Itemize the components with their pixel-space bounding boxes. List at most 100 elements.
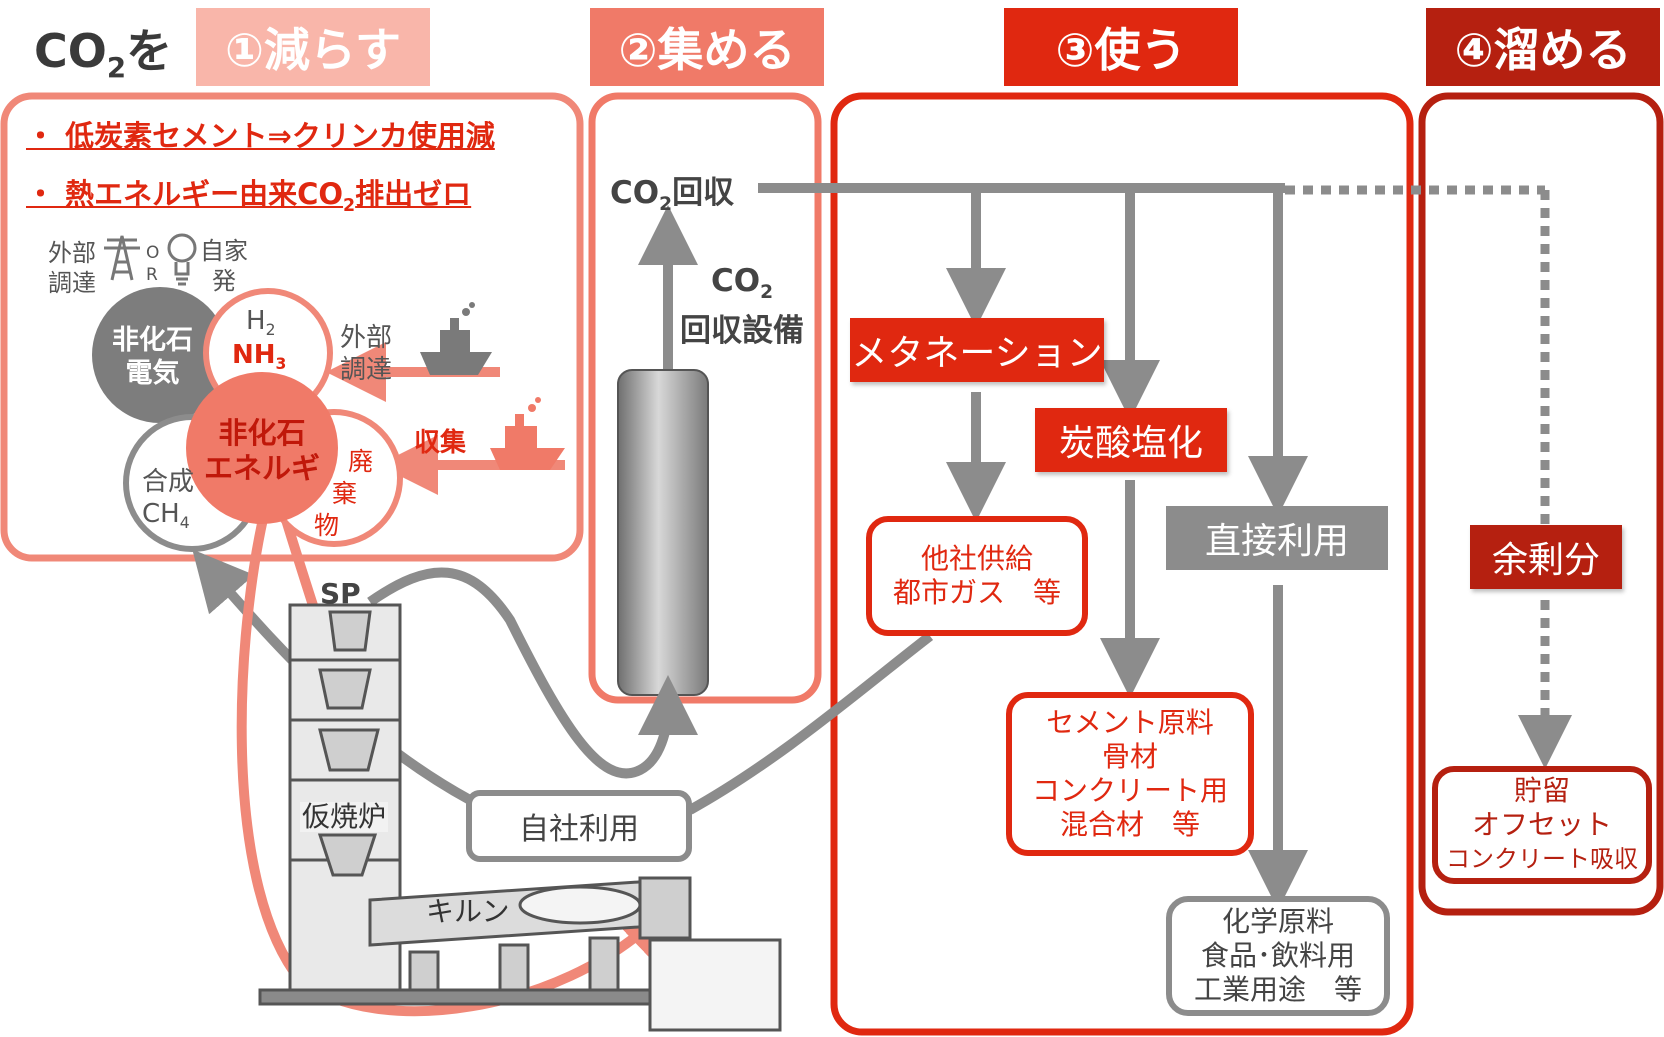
nonfossil-energy-line1: 非化石 xyxy=(218,416,306,450)
h2-sub: 2 xyxy=(265,321,276,340)
step-store-header: ④溜める xyxy=(1426,8,1660,86)
or-line1: O xyxy=(146,243,160,263)
cement-material-line1: セメント原料 xyxy=(1046,706,1214,739)
co2-collector-cylinder xyxy=(617,369,709,696)
waste-line1: 廃 xyxy=(348,447,374,476)
or-line2: R xyxy=(146,265,158,285)
surplus-label: 余剰分 xyxy=(1491,540,1600,581)
collect-text: 収集 xyxy=(414,428,467,458)
synthetic-ch4-text: CH xyxy=(142,499,180,529)
chemical-use-line3: 工業用途 等 xyxy=(1193,973,1362,1006)
co2-recovery-sub: 2 xyxy=(659,194,673,216)
waste-line2: 棄 xyxy=(332,479,358,508)
calciner-label: 仮焼炉 xyxy=(300,800,389,833)
reduce-bullet-2-b: 排出ゼロ xyxy=(355,177,472,211)
synthetic-ch4-label: 合成 CH4 xyxy=(142,466,194,539)
lightbulb-icon xyxy=(167,233,197,286)
co2-recovery-b: 回収 xyxy=(672,175,735,211)
chemical-use-line2: 食品･飲料用 xyxy=(1200,939,1355,972)
use-section-frame xyxy=(830,92,1414,1036)
methanation-tag: メタネーション xyxy=(850,318,1104,382)
self-generation-line2: 発 xyxy=(212,267,236,295)
kiln-label: キルン xyxy=(426,898,509,926)
self-generation-label: 自家 発 xyxy=(200,236,248,296)
storage-line2: オフセット xyxy=(1471,808,1612,841)
step-use-header: ③使う xyxy=(1004,8,1238,86)
chemical-use-box: 化学原料 食品･飲料用 工業用途 等 xyxy=(1166,896,1390,1016)
calciner-text: 仮焼炉 xyxy=(302,800,387,833)
co2-recovery-label: CO2回収 xyxy=(610,178,734,215)
h2-text: H xyxy=(246,306,266,336)
reduce-bullet-1-text: ・ 低炭素セメント⇒クリンカ使用減 xyxy=(26,119,495,153)
external-procure-label: 外部 調達 xyxy=(48,238,96,298)
surplus-tag: 余剰分 xyxy=(1470,525,1622,589)
or-label: O R xyxy=(146,242,159,286)
nh3-sub: 3 xyxy=(275,355,287,374)
kiln-text: キルン xyxy=(426,895,510,928)
waste-label: 廃 xyxy=(348,446,373,477)
carbonation-tag: 炭酸塩化 xyxy=(1035,408,1227,472)
co2-equipment-line1: CO2 xyxy=(680,262,804,312)
cement-material-line3: コンクリート用 xyxy=(1031,774,1228,807)
waste-label-3: 物 xyxy=(314,510,339,541)
collect-section-frame xyxy=(588,92,822,704)
collect-ship-icon xyxy=(490,397,565,470)
reduce-section-frame xyxy=(0,92,584,562)
synthetic-ch4-line1: 合成 xyxy=(142,467,195,497)
nh3-text: NH xyxy=(232,340,276,370)
reduce-bullet-2: ・ 熱エネルギー由来CO2排出ゼロ xyxy=(26,180,471,215)
title-suffix: を xyxy=(126,24,173,78)
storage-line3: コンクリート吸収 xyxy=(1446,845,1638,873)
step-collect-header: ②集める xyxy=(590,8,824,86)
self-use-box: 自社利用 xyxy=(466,790,692,862)
nonfossil-energy-line2: エネルギ xyxy=(204,451,321,485)
synthetic-ch4-sub: 4 xyxy=(179,514,190,533)
title-prefix: CO xyxy=(34,24,107,78)
cement-material-line4: 混合材 等 xyxy=(1059,808,1200,841)
sp-label: SP xyxy=(320,580,361,608)
co2-equipment-sub: 2 xyxy=(760,282,774,304)
carbonation-label: 炭酸塩化 xyxy=(1058,423,1203,464)
external-supply-line2: 都市ガス 等 xyxy=(892,576,1061,609)
storage-box: 貯留 オフセット コンクリート吸収 xyxy=(1432,766,1652,884)
reduce-bullet-1: ・ 低炭素セメント⇒クリンカ使用減 xyxy=(26,122,495,151)
step-reduce-header: ①減らす xyxy=(196,8,430,86)
nh3-label: NH3 xyxy=(232,342,286,373)
title-sub: 2 xyxy=(106,51,127,85)
nonfossil-elec-label: 非化石 電気 xyxy=(112,324,193,390)
sp-text: SP xyxy=(320,577,361,610)
title-co2: CO2を xyxy=(34,28,172,82)
co2-equipment-co: CO xyxy=(710,263,761,299)
methanation-label: メタネーション xyxy=(851,333,1103,374)
cement-material-box: セメント原料 骨材 コンクリート用 混合材 等 xyxy=(1006,692,1254,856)
external-supply-line1: 他社供給 xyxy=(920,542,1033,575)
co2-distribution-lines xyxy=(758,183,1308,910)
direct-use-tag: 直接利用 xyxy=(1166,506,1388,570)
co2-equipment-line2: 回収設備 xyxy=(680,313,804,350)
waste-line3: 物 xyxy=(314,511,340,540)
reduce-bullet-2-sub: 2 xyxy=(343,195,356,216)
import-line2: 調達 xyxy=(340,355,393,385)
surplus-dotted-line xyxy=(1285,185,1572,769)
nonfossil-elec-circle xyxy=(92,287,228,423)
step-collect-label: ②集める xyxy=(618,23,796,77)
nonfossil-energy-label: 非化石 エネルギ xyxy=(204,416,320,486)
nonfossil-energy-circle xyxy=(186,372,338,524)
nonfossil-elec-line2: 電気 xyxy=(125,358,180,389)
waste-label-2: 棄 xyxy=(332,478,357,509)
external-procure-line1: 外部 xyxy=(48,239,96,267)
nonfossil-elec-line1: 非化石 xyxy=(112,325,193,356)
external-supply-box: 他社供給 都市ガス 等 xyxy=(866,516,1088,636)
store-section-frame xyxy=(1418,92,1664,916)
chemical-use-line1: 化学原料 xyxy=(1221,905,1334,938)
h2-label: H2 xyxy=(246,308,275,339)
power-tower-icon xyxy=(104,235,140,281)
direct-use-label: 直接利用 xyxy=(1204,521,1349,562)
import-line1: 外部 xyxy=(340,323,393,353)
self-use-label: 自社利用 xyxy=(519,812,639,847)
step-reduce-label: ①減らす xyxy=(224,23,402,77)
self-generation-line1: 自家 xyxy=(200,237,248,265)
import-label: 外部 調達 xyxy=(340,322,392,386)
cement-material-line2: 骨材 xyxy=(1101,740,1158,773)
